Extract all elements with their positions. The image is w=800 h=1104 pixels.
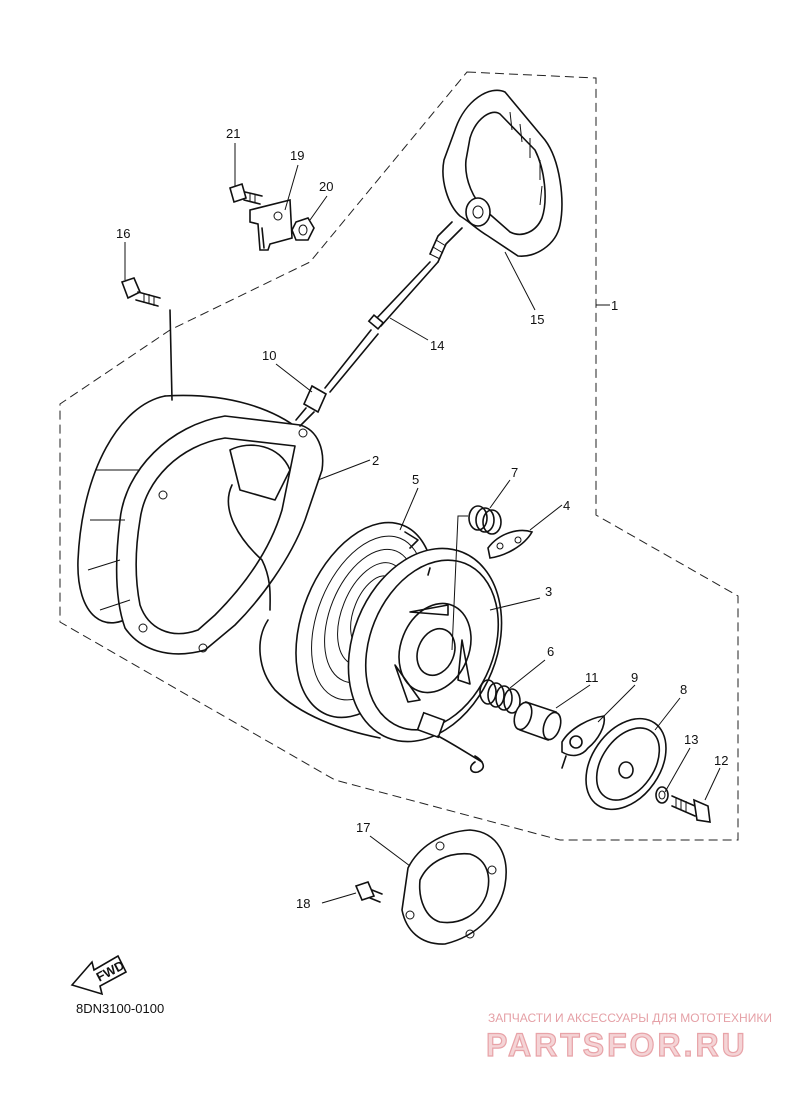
callout-13: 13	[684, 732, 698, 747]
watermark-brand: PARTSFOR.RU	[486, 1027, 748, 1063]
bolt-part-21	[229, 182, 263, 205]
callout-15: 15	[530, 312, 544, 327]
nut-part-20	[291, 217, 315, 241]
rope-leader-lower	[169, 309, 173, 401]
collar-part-11	[513, 700, 562, 742]
callout-19: 19	[290, 148, 304, 163]
callout-6: 6	[547, 644, 554, 659]
callout-18: 18	[296, 896, 310, 911]
callout-12: 12	[714, 753, 728, 768]
fwd-arrow-icon: FWD	[70, 954, 128, 996]
bolt-part-16	[120, 277, 161, 307]
bolt-part-12	[671, 795, 711, 823]
callout-9: 9	[631, 670, 638, 685]
bolt-part-18	[354, 881, 383, 903]
spring-part-7	[468, 505, 502, 535]
callout-21: 21	[226, 126, 240, 141]
pulley-cover-part-17	[401, 829, 507, 945]
bracket-part-19	[249, 198, 293, 251]
spring-part-6	[479, 679, 521, 714]
starter-handle-part-15	[442, 89, 563, 257]
callout-numbers: 1 2 3 4 5 6 7 8 9 10 11 12 13 14 15 16 1…	[116, 126, 728, 911]
callout-7: 7	[511, 465, 518, 480]
rope-guide-part-10	[295, 384, 328, 427]
assembly-boundary	[59, 71, 739, 841]
callout-2: 2	[372, 453, 379, 468]
friction-spring-part-9	[561, 715, 606, 769]
callout-17: 17	[356, 820, 370, 835]
watermark-tagline: ЗАПЧАСТИ И АКСЕССУАРЫ ДЛЯ МОТОТЕХНИКИ	[488, 1011, 772, 1025]
watermark: ЗАПЧАСТИ И АКСЕССУАРЫ ДЛЯ МОТОТЕХНИКИ PA…	[485, 1011, 772, 1064]
leader-lines	[124, 143, 721, 904]
callout-8: 8	[680, 682, 687, 697]
callout-20: 20	[319, 179, 333, 194]
callout-1: 1	[611, 298, 618, 313]
callout-10: 10	[262, 348, 276, 363]
starter-case-part-2	[77, 394, 324, 655]
drive-pulley-part-3	[347, 547, 503, 774]
starter-rope-route	[259, 619, 381, 739]
drive-pawl-part-4	[487, 529, 534, 559]
callout-5: 5	[412, 472, 419, 487]
callout-16: 16	[116, 226, 130, 241]
callout-4: 4	[563, 498, 570, 513]
diagram-code: 8DN3100-0100	[76, 1001, 164, 1016]
callout-3: 3	[545, 584, 552, 599]
callout-11: 11	[585, 670, 599, 685]
starter-rope-part-14	[324, 221, 463, 393]
callout-14: 14	[430, 338, 444, 353]
plate-part-8	[585, 717, 667, 811]
